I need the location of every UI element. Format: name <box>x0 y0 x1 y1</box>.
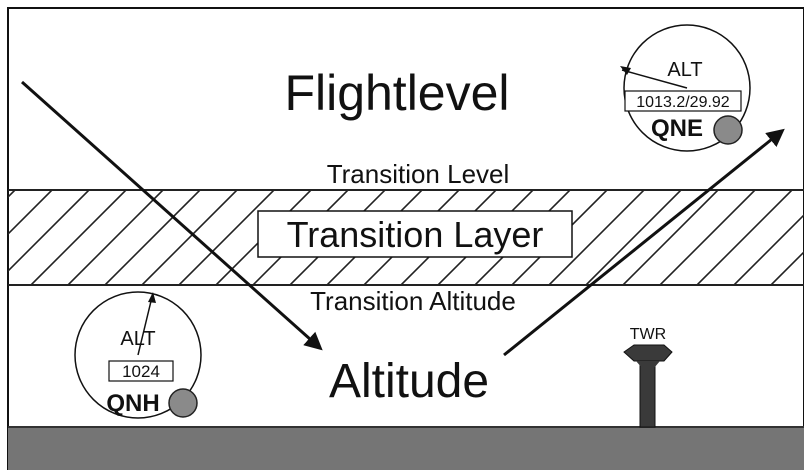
knob-icon <box>713 115 743 145</box>
tower-label: TWR <box>630 326 666 343</box>
altimeter-qnh-setting-box <box>108 360 174 382</box>
altimeter-qnh: ALT 1024 QNH <box>74 291 202 419</box>
altitude-label: Altitude <box>329 355 489 408</box>
transition-layer-label: Transition Layer <box>287 214 544 255</box>
hatch-line <box>548 190 645 285</box>
altimeter-qnh-needle-tip <box>148 292 156 303</box>
hatch-line <box>733 213 804 285</box>
hatch-line <box>770 250 804 285</box>
transition-altitude-label: Transition Altitude <box>310 286 516 316</box>
hatch-line <box>8 190 90 273</box>
hatch-line <box>178 190 275 285</box>
altimeter-qne-needle-tip <box>620 66 631 75</box>
altimeter-qnh-mode: QNH <box>106 390 159 417</box>
hatch-line <box>585 190 682 285</box>
altimeter-qnh-needle <box>137 296 153 356</box>
altimeter-qne-mode: QNE <box>651 115 703 142</box>
transition-level-label: Transition Level <box>327 159 510 189</box>
hatch-line <box>67 190 164 285</box>
hatch-line <box>104 190 201 285</box>
altimeter-qne: ALT 1013.2/29.92 QNE <box>620 24 751 152</box>
climb-arrow <box>503 128 785 357</box>
altimeter-qne-setting: 1013.2/29.92 <box>636 94 730 111</box>
knob-icon <box>168 388 198 418</box>
hatch-line <box>30 190 127 285</box>
tower-icon: TWR <box>623 326 673 428</box>
hatch-line <box>141 190 238 285</box>
ground <box>8 427 804 470</box>
altimeter-qnh-setting: 1024 <box>122 362 160 381</box>
altimeter-qnh-alt-label: ALT <box>120 328 155 350</box>
altimeter-qne-setting-box <box>624 90 742 112</box>
hatch-line <box>696 190 793 285</box>
hatch-line <box>622 190 719 285</box>
descent-arrow <box>21 80 323 351</box>
tower-cab <box>623 344 673 362</box>
hatch-line <box>8 190 53 236</box>
flightlevel-label: Flightlevel <box>284 65 509 121</box>
tower-shaft <box>639 364 656 428</box>
hatch-line <box>659 190 756 285</box>
transition-layer-box <box>257 210 573 258</box>
altimeter-qne-alt-label: ALT <box>667 59 702 81</box>
tower-neck <box>636 361 660 368</box>
altimeter-qne-needle <box>621 69 688 89</box>
